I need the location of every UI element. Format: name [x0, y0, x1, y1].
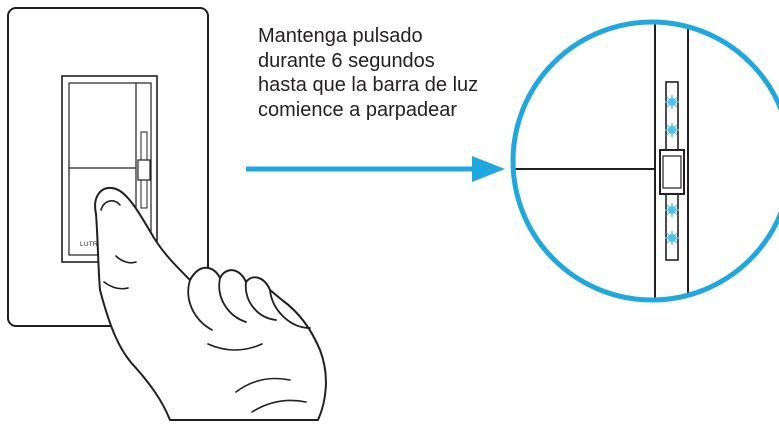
- instruction-line: Mantenga pulsado: [258, 25, 423, 47]
- instruction-line: durante 6 segundos: [258, 49, 435, 72]
- slider-knob: [137, 159, 151, 181]
- pressing-hand-icon: [94, 186, 327, 421]
- instruction-line: comience a parpadear: [258, 98, 458, 121]
- blinking-led-icon: [665, 95, 679, 245]
- magnified-detail: [510, 19, 779, 303]
- instruction-line: hasta que la barra de luz: [258, 74, 479, 96]
- instruction-text: Mantenga pulsado durante 6 segundos hast…: [258, 24, 518, 122]
- right-arrow-icon: [246, 156, 505, 182]
- magnifier-ring: [510, 19, 779, 303]
- brand-label: LUTRON: [80, 241, 108, 248]
